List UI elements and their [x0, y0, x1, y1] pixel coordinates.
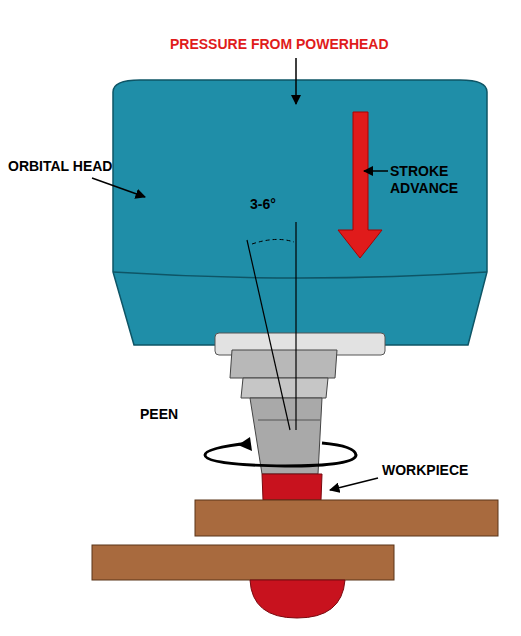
leader-line — [330, 478, 378, 490]
heading-label: PRESSURE FROM POWERHEAD — [170, 36, 389, 53]
part-label: PEEN — [140, 406, 178, 423]
rivet-head — [250, 580, 345, 618]
orbital-head — [113, 80, 487, 345]
pressure-arrow — [295, 58, 297, 104]
peen-shaft — [215, 333, 385, 474]
vertical-axis — [295, 222, 296, 430]
workpiece-rivet — [262, 474, 322, 500]
motion-label: STROKE ADVANCE — [390, 163, 470, 197]
angle-label: 3-6° — [250, 196, 276, 213]
leader-line — [364, 170, 388, 172]
part-label: ORBITAL HEAD — [8, 158, 112, 175]
angle-arc — [252, 239, 294, 244]
part-label: WORKPIECE — [382, 462, 468, 479]
leader-line — [92, 178, 145, 197]
lower-plate — [92, 545, 394, 580]
upper-plate — [195, 500, 498, 536]
tilted-axis — [247, 240, 290, 430]
stroke-arrow — [338, 112, 382, 258]
rotation-arrow — [205, 437, 356, 466]
